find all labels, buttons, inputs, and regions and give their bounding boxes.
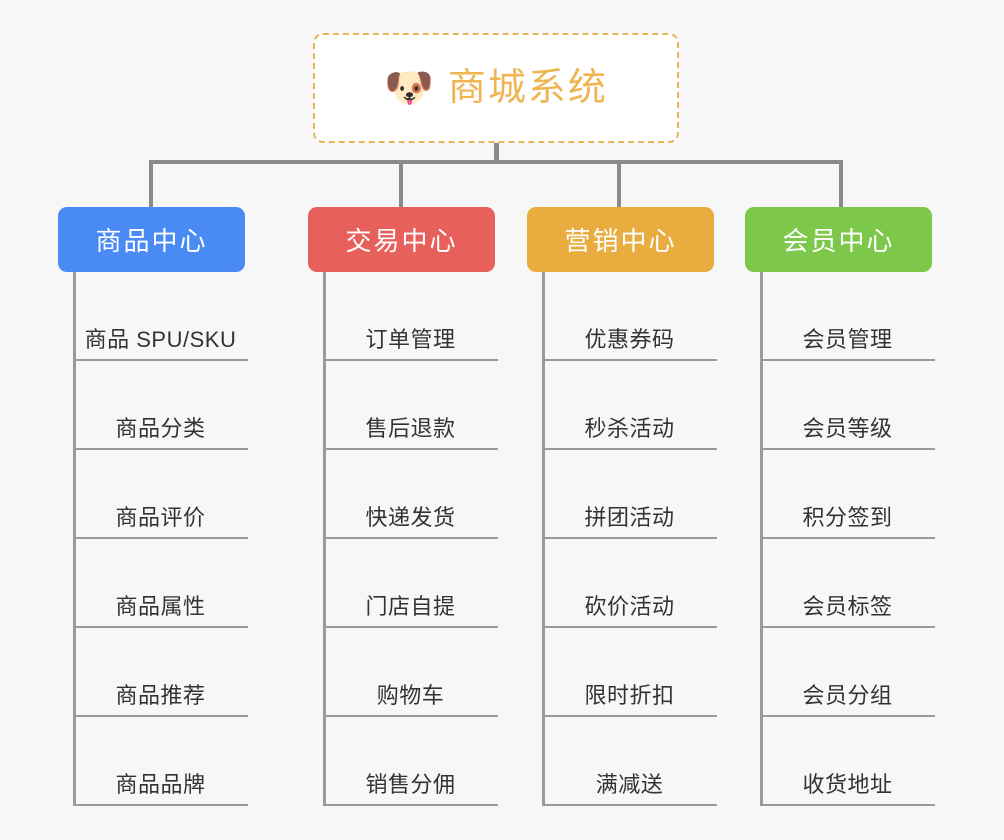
leaf-label: 积分签到 [802, 504, 893, 530]
connector-drop-trade-center [399, 160, 403, 208]
leaf-item[interactable]: 商品 SPU/SKU [73, 272, 248, 361]
category-header-trade-center[interactable]: 交易中心 [308, 207, 495, 272]
leaf-list-product-center: 商品 SPU/SKU 商品分类 商品评价 商品属性 商品推荐 商品品牌 [58, 272, 248, 806]
branch-marketing-center: 营销中心 优惠券码 秒杀活动 拼团活动 砍价活动 限时折扣 满减送 [527, 207, 717, 806]
category-title: 商品中心 [95, 226, 208, 256]
leaf-label: 门店自提 [365, 593, 456, 619]
leaf-item[interactable]: 积分签到 [760, 450, 935, 539]
leaf-item[interactable]: 限时折扣 [542, 628, 717, 717]
connector-drop-marketing-center [617, 160, 621, 208]
leaf-item[interactable]: 会员分组 [760, 628, 935, 717]
leaf-list-member-center: 会员管理 会员等级 积分签到 会员标签 会员分组 收货地址 [745, 272, 935, 806]
leaf-label: 快递发货 [365, 504, 456, 530]
leaf-item[interactable]: 商品评价 [73, 450, 248, 539]
leaf-item[interactable]: 购物车 [323, 628, 498, 717]
leaf-label: 会员管理 [802, 326, 893, 352]
leaf-item[interactable]: 拼团活动 [542, 450, 717, 539]
leaf-label: 商品评价 [115, 504, 206, 530]
leaf-item[interactable]: 商品推荐 [73, 628, 248, 717]
leaf-item[interactable]: 会员等级 [760, 361, 935, 450]
leaf-label: 砍价活动 [584, 593, 675, 619]
leaf-label: 拼团活动 [584, 504, 675, 530]
connector-root-stem [494, 143, 499, 164]
leaf-item[interactable]: 订单管理 [323, 272, 498, 361]
leaf-item[interactable]: 商品分类 [73, 361, 248, 450]
root-title: 商城系统 [447, 67, 608, 109]
leaf-label: 购物车 [376, 682, 445, 708]
leaf-list-marketing-center: 优惠券码 秒杀活动 拼团活动 砍价活动 限时折扣 满减送 [527, 272, 717, 806]
leaf-item[interactable]: 商品品牌 [73, 717, 248, 806]
connector-drop-product-center [149, 160, 153, 208]
leaf-spine [73, 272, 76, 806]
leaf-label: 会员分组 [802, 682, 893, 708]
category-title: 交易中心 [345, 226, 458, 256]
leaf-label: 优惠券码 [584, 326, 675, 352]
leaf-label: 会员标签 [802, 593, 893, 619]
leaf-item[interactable]: 售后退款 [323, 361, 498, 450]
leaf-label: 秒杀活动 [584, 415, 675, 441]
branch-product-center: 商品中心 商品 SPU/SKU 商品分类 商品评价 商品属性 商品推荐 商品品牌 [58, 207, 248, 806]
leaf-item[interactable]: 秒杀活动 [542, 361, 717, 450]
leaf-spine [542, 272, 545, 806]
category-header-member-center[interactable]: 会员中心 [745, 207, 932, 272]
leaf-item[interactable]: 销售分佣 [323, 717, 498, 806]
branch-trade-center: 交易中心 订单管理 售后退款 快递发货 门店自提 购物车 销售分佣 [308, 207, 498, 806]
leaf-item[interactable]: 快递发货 [323, 450, 498, 539]
leaf-label: 满减送 [595, 771, 664, 797]
leaf-label: 限时折扣 [584, 682, 675, 708]
leaf-label: 收货地址 [802, 771, 893, 797]
category-title: 营销中心 [564, 226, 677, 256]
leaf-label: 销售分佣 [365, 771, 456, 797]
leaf-label: 会员等级 [802, 415, 893, 441]
leaf-item[interactable]: 优惠券码 [542, 272, 717, 361]
leaf-item[interactable]: 满减送 [542, 717, 717, 806]
leaf-list-trade-center: 订单管理 售后退款 快递发货 门店自提 购物车 销售分佣 [308, 272, 498, 806]
leaf-spine [323, 272, 326, 806]
category-header-product-center[interactable]: 商品中心 [58, 207, 245, 272]
category-title: 会员中心 [782, 226, 895, 256]
leaf-label: 售后退款 [365, 415, 456, 441]
leaf-label: 商品品牌 [115, 771, 206, 797]
leaf-item[interactable]: 门店自提 [323, 539, 498, 628]
category-header-marketing-center[interactable]: 营销中心 [527, 207, 714, 272]
leaf-label: 商品 SPU/SKU [84, 326, 237, 352]
leaf-spine [760, 272, 763, 806]
leaf-item[interactable]: 会员管理 [760, 272, 935, 361]
leaf-label: 订单管理 [365, 326, 456, 352]
shiba-dog-face-icon: 🐶 [384, 66, 434, 110]
connector-drop-member-center [839, 160, 843, 208]
leaf-item[interactable]: 商品属性 [73, 539, 248, 628]
leaf-item[interactable]: 砍价活动 [542, 539, 717, 628]
leaf-label: 商品分类 [115, 415, 206, 441]
leaf-item[interactable]: 会员标签 [760, 539, 935, 628]
leaf-label: 商品推荐 [115, 682, 206, 708]
branch-member-center: 会员中心 会员管理 会员等级 积分签到 会员标签 会员分组 收货地址 [745, 207, 935, 806]
leaf-item[interactable]: 收货地址 [760, 717, 935, 806]
root-node[interactable]: 🐶 商城系统 [313, 33, 679, 143]
connector-horizontal-bus [149, 160, 843, 164]
leaf-label: 商品属性 [115, 593, 206, 619]
